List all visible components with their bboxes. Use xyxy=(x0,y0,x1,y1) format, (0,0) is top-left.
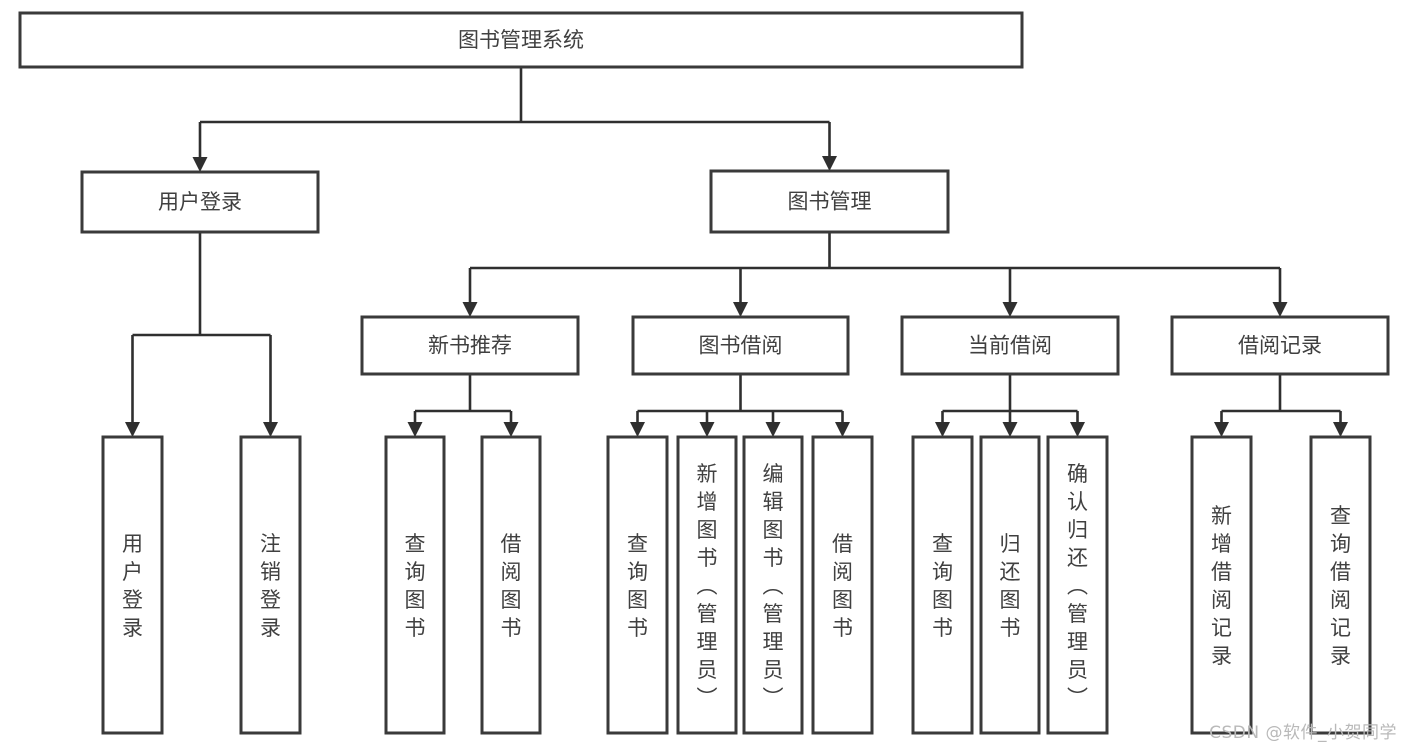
node-box[interactable] xyxy=(900,315,1120,376)
node-box[interactable] xyxy=(709,169,950,234)
node-label: 新增图书︵管理员︶ xyxy=(697,462,718,710)
node-box[interactable] xyxy=(1309,435,1372,735)
arrow-head-icon xyxy=(835,422,850,437)
node-label: 借阅图书 xyxy=(501,532,522,640)
node-label: 图书管理系统 xyxy=(458,28,584,52)
arrow-head-icon xyxy=(699,422,715,437)
node-box[interactable] xyxy=(979,435,1041,735)
node-label: 借阅图书 xyxy=(832,532,853,640)
node-label: 新书推荐 xyxy=(428,334,512,358)
edges-category-借阅记录-to-leaves xyxy=(1214,374,1348,437)
node-box[interactable] xyxy=(18,11,1024,69)
node-category-借阅记录[interactable]: 借阅记录 xyxy=(1170,315,1390,376)
node-leaf-查询图书[interactable]: 查询图书 xyxy=(606,435,669,735)
node-box[interactable] xyxy=(676,435,738,735)
arrow-head-icon xyxy=(125,422,140,437)
arrow-head-icon xyxy=(462,302,478,317)
arrow-head-icon xyxy=(765,422,781,437)
arrow-head-icon xyxy=(1070,422,1085,437)
connector-layer xyxy=(125,67,1348,437)
node-label: 新增借阅记录 xyxy=(1211,504,1232,668)
node-leaf-归还图书[interactable]: 归还图书 xyxy=(979,435,1041,735)
node-leaf-借阅图书[interactable]: 借阅图书 xyxy=(480,435,542,735)
node-label: 当前借阅 xyxy=(968,334,1052,358)
node-label: 借阅记录 xyxy=(1238,334,1322,358)
arrow-head-icon xyxy=(822,156,837,171)
node-box[interactable] xyxy=(631,315,850,376)
node-leaf-确认归还管理员[interactable]: 确认归还︵管理员︶ xyxy=(1046,435,1109,735)
arrow-head-icon xyxy=(1002,422,1018,437)
edges-bookmgmt-to-categories xyxy=(462,232,1288,317)
node-root-system[interactable]: 图书管理系统 xyxy=(18,11,1024,69)
node-label: 图书管理 xyxy=(788,190,872,214)
node-box[interactable] xyxy=(384,435,446,735)
node-leaf-新增借阅记录[interactable]: 新增借阅记录 xyxy=(1190,435,1253,735)
node-module-图书管理[interactable]: 图书管理 xyxy=(709,169,950,234)
node-label: 查询图书 xyxy=(405,532,426,640)
arrow-head-icon xyxy=(1214,422,1229,437)
edges-category-新书推荐-to-leaves xyxy=(407,374,519,437)
edges-root-to-level2 xyxy=(192,67,837,172)
node-box[interactable] xyxy=(1190,435,1253,735)
node-box[interactable] xyxy=(1046,435,1109,735)
node-label: 编辑图书︵管理员︶ xyxy=(763,462,784,710)
edges-category-当前借阅-to-leaves xyxy=(935,374,1085,437)
node-box[interactable] xyxy=(360,315,580,376)
node-layer: 图书管理系统用户登录图书管理新书推荐图书借阅当前借阅借阅记录用户登录注销登录查询… xyxy=(18,11,1390,735)
arrow-head-icon xyxy=(1333,422,1348,437)
node-box[interactable] xyxy=(239,435,302,735)
node-label: 确认归还︵管理员︶ xyxy=(1067,462,1088,710)
arrow-head-icon xyxy=(935,422,950,437)
node-box[interactable] xyxy=(911,435,974,735)
arrow-head-icon xyxy=(192,157,208,172)
node-box[interactable] xyxy=(1170,315,1390,376)
node-leaf-新增图书管理员[interactable]: 新增图书︵管理员︶ xyxy=(676,435,738,735)
node-leaf-用户登录[interactable]: 用户登录 xyxy=(101,435,164,735)
arrow-head-icon xyxy=(733,302,748,317)
node-box[interactable] xyxy=(80,170,320,234)
node-leaf-借阅图书[interactable]: 借阅图书 xyxy=(811,435,874,735)
node-label: 注销登录 xyxy=(260,532,281,640)
node-box[interactable] xyxy=(742,435,804,735)
node-module-用户登录[interactable]: 用户登录 xyxy=(80,170,320,234)
node-leaf-查询借阅记录[interactable]: 查询借阅记录 xyxy=(1309,435,1372,735)
node-label: 查询借阅记录 xyxy=(1330,504,1351,668)
node-label: 用户登录 xyxy=(158,190,242,214)
arrow-head-icon xyxy=(630,422,645,437)
node-label: 查询图书 xyxy=(627,532,648,640)
node-label: 用户登录 xyxy=(122,532,143,640)
arrow-head-icon xyxy=(263,422,278,437)
node-leaf-查询图书[interactable]: 查询图书 xyxy=(911,435,974,735)
edges-category-图书借阅-to-leaves xyxy=(630,374,850,437)
node-leaf-注销登录[interactable]: 注销登录 xyxy=(239,435,302,735)
node-box[interactable] xyxy=(606,435,669,735)
node-label: 图书借阅 xyxy=(699,334,783,358)
node-leaf-查询图书[interactable]: 查询图书 xyxy=(384,435,446,735)
node-category-新书推荐[interactable]: 新书推荐 xyxy=(360,315,580,376)
node-box[interactable] xyxy=(811,435,874,735)
arrow-head-icon xyxy=(1002,302,1018,317)
arrow-head-icon xyxy=(1272,302,1288,317)
node-label: 归还图书 xyxy=(1000,532,1021,640)
node-category-图书借阅[interactable]: 图书借阅 xyxy=(631,315,850,376)
arrow-head-icon xyxy=(503,422,519,437)
node-box[interactable] xyxy=(480,435,542,735)
edges-login-to-leaves xyxy=(125,232,278,437)
arrow-head-icon xyxy=(407,422,423,437)
node-label: 查询图书 xyxy=(932,532,953,640)
csdn-watermark: CSDN @软件_小贺同学 xyxy=(1209,723,1397,743)
node-box[interactable] xyxy=(101,435,164,735)
node-category-当前借阅[interactable]: 当前借阅 xyxy=(900,315,1120,376)
node-leaf-编辑图书管理员[interactable]: 编辑图书︵管理员︶ xyxy=(742,435,804,735)
